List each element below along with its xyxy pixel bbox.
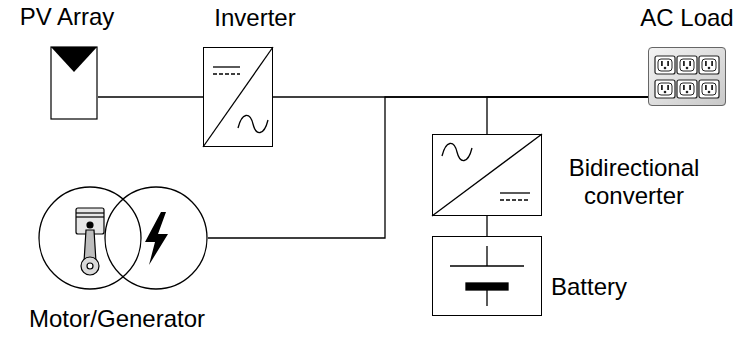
motor-generator: Motor/Generator bbox=[38, 186, 208, 290]
node-label: PV Array bbox=[2, 3, 132, 31]
dc-line bbox=[213, 66, 240, 67]
battery-lead bbox=[486, 290, 487, 306]
panel-cell bbox=[51, 47, 97, 72]
outlet bbox=[655, 80, 675, 98]
panel-ground bbox=[648, 47, 726, 106]
lightning-bolt bbox=[145, 212, 168, 265]
converter-symbol bbox=[432, 134, 542, 216]
node-label: Inverter bbox=[197, 4, 313, 32]
battery-plate-thick bbox=[466, 283, 508, 290]
inverter-symbol bbox=[203, 47, 273, 147]
node-label: AC Load bbox=[631, 4, 743, 32]
ac-wave bbox=[238, 115, 268, 132]
ac-wave bbox=[442, 143, 472, 160]
outlet bbox=[677, 80, 697, 98]
dc-dash bbox=[213, 73, 240, 74]
dc-dash bbox=[500, 199, 530, 200]
outlet-panel bbox=[648, 47, 726, 106]
outlet bbox=[655, 56, 675, 74]
wire bbox=[487, 97, 648, 134]
battery-symbol bbox=[450, 246, 524, 306]
motor-circle bbox=[39, 187, 141, 289]
crank-hole bbox=[87, 263, 93, 269]
node-label: Motor/Generator bbox=[2, 305, 232, 333]
dc-line bbox=[500, 192, 530, 193]
pv-array: PV Array bbox=[50, 46, 98, 120]
converter-box: Bidirectional converter bbox=[432, 134, 542, 216]
outlet bbox=[677, 56, 697, 74]
piston-icon bbox=[76, 208, 104, 275]
ac-load-box: AC Load bbox=[648, 47, 726, 106]
battery-box: Battery bbox=[432, 236, 542, 316]
motor-generator-symbol bbox=[39, 187, 207, 289]
generator-circle bbox=[105, 187, 207, 289]
pv-panel bbox=[51, 47, 97, 119]
inverter-box: Inverter bbox=[203, 47, 273, 147]
piston-ring bbox=[76, 216, 104, 217]
crank bbox=[81, 257, 99, 275]
node-label: Battery bbox=[551, 273, 651, 301]
divider-line bbox=[432, 134, 542, 216]
battery-lead bbox=[486, 246, 487, 266]
wire bbox=[98, 96, 203, 97]
wire bbox=[486, 216, 487, 236]
battery-plate bbox=[450, 265, 524, 266]
divider-line bbox=[203, 47, 273, 147]
piston-pin bbox=[87, 222, 93, 228]
panel-frame bbox=[51, 47, 97, 119]
piston-ring bbox=[76, 212, 104, 213]
outlet bbox=[699, 56, 719, 74]
node-label: Bidirectional converter bbox=[544, 154, 724, 210]
outlet bbox=[699, 80, 719, 98]
